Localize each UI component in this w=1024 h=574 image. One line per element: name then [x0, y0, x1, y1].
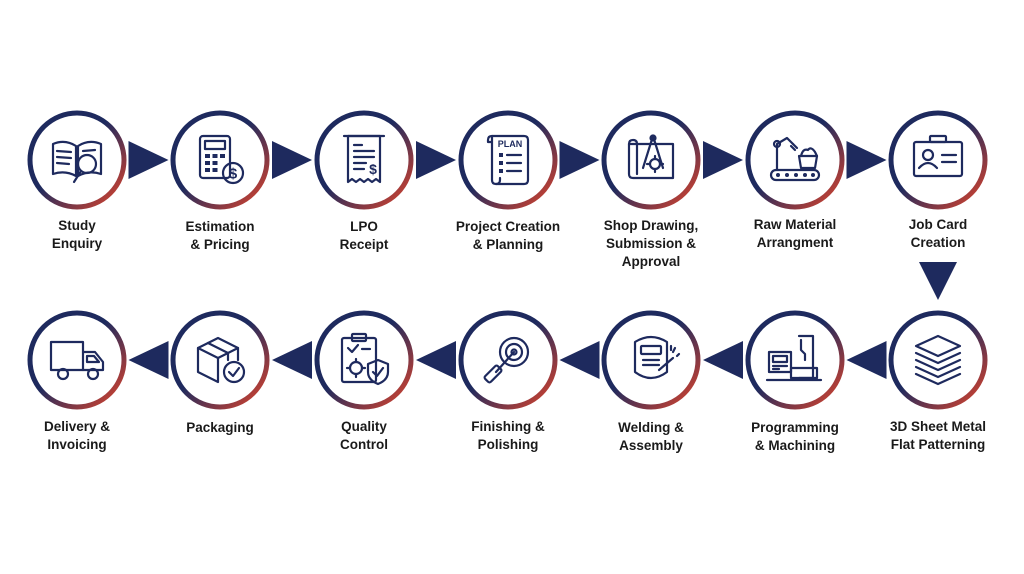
svg-text:$: $ [369, 161, 377, 177]
process-step-1 [27, 110, 127, 210]
flow-arrow-left [128, 341, 169, 379]
step-ring [27, 310, 127, 410]
layers-icon [914, 334, 962, 386]
box-check-icon [196, 336, 246, 384]
step-ring [745, 110, 845, 210]
step-label-line: Assembly [619, 438, 683, 453]
step-label-line: Shop Drawing, [603, 218, 699, 233]
flow-arrow-right [559, 141, 600, 179]
step-label-line: Receipt [339, 237, 389, 252]
step-label-line: Control [340, 437, 388, 452]
step-label-line: & Machining [754, 438, 836, 453]
step-ring [314, 110, 414, 210]
step-label: Estimation & Pricing [154, 218, 286, 254]
step-label: Project Creation & Planning [442, 218, 574, 254]
svg-text:PLAN: PLAN [498, 139, 523, 149]
step-ring [888, 110, 988, 210]
process-step-6 [745, 110, 845, 210]
receipt-icon: $ [342, 134, 386, 184]
step-label: Delivery & Invoicing [11, 418, 143, 454]
step-label: LPO Receipt [298, 218, 430, 254]
step-label-line: Creation [910, 235, 966, 250]
process-step-7 [888, 110, 988, 210]
step-label: Packaging [154, 419, 286, 437]
step-label-line: Enquiry [51, 236, 103, 251]
conveyor-robot-icon [769, 136, 821, 182]
step-label-line: LPO [350, 219, 378, 234]
flow-arrow-right [128, 141, 169, 179]
step-label-line: Study [58, 218, 96, 233]
flow-arrow-right [416, 141, 456, 179]
book-search-icon [51, 140, 103, 184]
step-ring [745, 310, 845, 410]
step-label-line: Delivery & [43, 419, 111, 434]
step-ring [458, 110, 558, 210]
process-step-9 [745, 310, 845, 410]
step-label-line: Welding & [618, 420, 684, 435]
step-label-line: Estimation [185, 219, 255, 234]
step-ring [888, 310, 988, 410]
step-label-line: Approval [621, 254, 681, 269]
process-step-5 [601, 110, 701, 210]
step-label-line: Programming [751, 420, 839, 435]
flow-arrow-down [919, 262, 957, 300]
flow-arrow-left [703, 341, 743, 379]
clipboard-gear-shield-icon [340, 332, 390, 386]
step-label: Shop Drawing, Submission & Approval [585, 217, 717, 271]
step-label-line: Project Creation [455, 219, 561, 234]
blueprint-compass-icon [627, 134, 675, 180]
step-label-line: Flat Patterning [890, 437, 986, 452]
cnc-machine-icon [765, 334, 823, 382]
plan-scroll-icon: PLAN [486, 134, 530, 186]
flow-arrow-right [272, 141, 312, 179]
step-ring [170, 110, 270, 210]
polishing-tool-icon [483, 336, 530, 384]
step-label-line: Raw Material [753, 217, 837, 232]
flow-arrow-left [416, 341, 456, 379]
process-step-4: PLAN [458, 110, 558, 210]
process-step-10 [601, 310, 701, 410]
step-label-line: & Pricing [190, 237, 250, 252]
step-label-line: Finishing & [471, 419, 545, 434]
svg-text:$: $ [229, 166, 238, 183]
step-label-line: 3D Sheet Metal [889, 419, 987, 434]
id-card-icon [912, 134, 964, 178]
flow-arrow-left [272, 341, 312, 379]
step-label-line: Submission & [605, 236, 696, 251]
process-step-8 [888, 310, 988, 410]
step-label: Welding & Assembly [585, 419, 717, 455]
step-label: Finishing & Polishing [442, 418, 574, 454]
flow-arrow-right [846, 141, 887, 179]
step-label-line: Quality [341, 419, 387, 434]
step-label-line: Packaging [186, 420, 254, 435]
welding-mask-icon [633, 335, 681, 380]
step-label-line: Job Card [908, 217, 968, 232]
step-ring [170, 310, 270, 410]
flow-arrow-left [846, 341, 887, 379]
process-step-3: $ [314, 110, 414, 210]
step-ring [314, 310, 414, 410]
process-step-11 [458, 310, 558, 410]
process-step-13 [170, 310, 270, 410]
calculator-dollar-icon: $ [198, 134, 245, 185]
step-label-line: & Planning [472, 237, 544, 252]
process-step-12 [314, 310, 414, 410]
step-label-line: Arrangment [756, 235, 834, 250]
step-label: Programming & Machining [729, 419, 861, 455]
delivery-truck-icon [49, 340, 105, 381]
step-label-line: Polishing [477, 437, 539, 452]
process-step-2: $ [170, 110, 270, 210]
flow-arrow-right [703, 141, 743, 179]
step-label-line: Invoicing [47, 437, 107, 452]
flow-arrow-left [559, 341, 600, 379]
process-step-14 [27, 310, 127, 410]
